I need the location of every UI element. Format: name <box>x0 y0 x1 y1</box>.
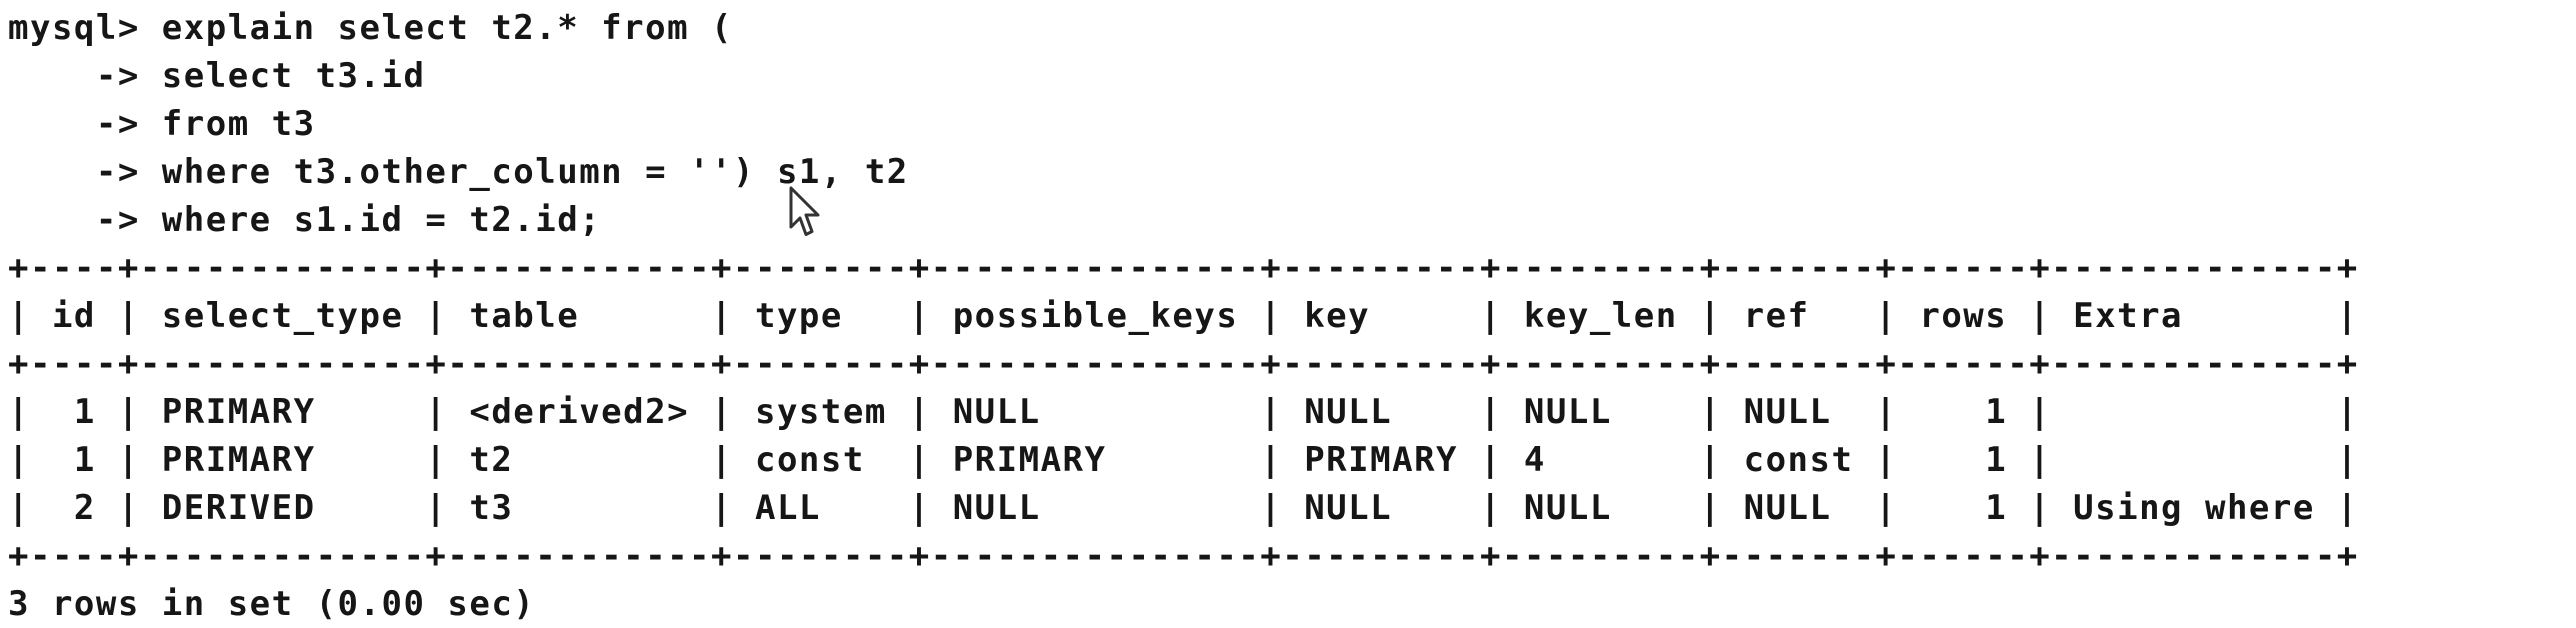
table-row: | 2 | DERIVED | t3 | ALL | NULL | NULL |… <box>8 488 2359 528</box>
table-row: | 1 | PRIMARY | t2 | const | PRIMARY | P… <box>8 440 2359 480</box>
sql-continuation-line: -> from t3 <box>8 104 316 144</box>
table-border-bottom: +----+-------------+------------+-------… <box>8 536 2359 576</box>
table-header-border: +----+-------------+------------+-------… <box>8 344 2359 384</box>
sql-prompt-line: mysql> explain select t2.* from ( <box>8 8 734 48</box>
table-border-top: +----+-------------+------------+-------… <box>8 248 2359 288</box>
sql-continuation-line: -> select t3.id <box>8 56 426 96</box>
sql-continuation-line: -> where s1.id = t2.id; <box>8 200 602 240</box>
mouse-pointer-icon <box>789 186 820 236</box>
table-header-row: | id | select_type | table | type | poss… <box>8 296 2359 336</box>
sql-continuation-line: -> where t3.other_column = '') s1, t2 <box>8 152 909 192</box>
table-row: | 1 | PRIMARY | <derived2> | system | NU… <box>8 392 2359 432</box>
result-summary: 3 rows in set (0.00 sec) <box>8 584 536 624</box>
